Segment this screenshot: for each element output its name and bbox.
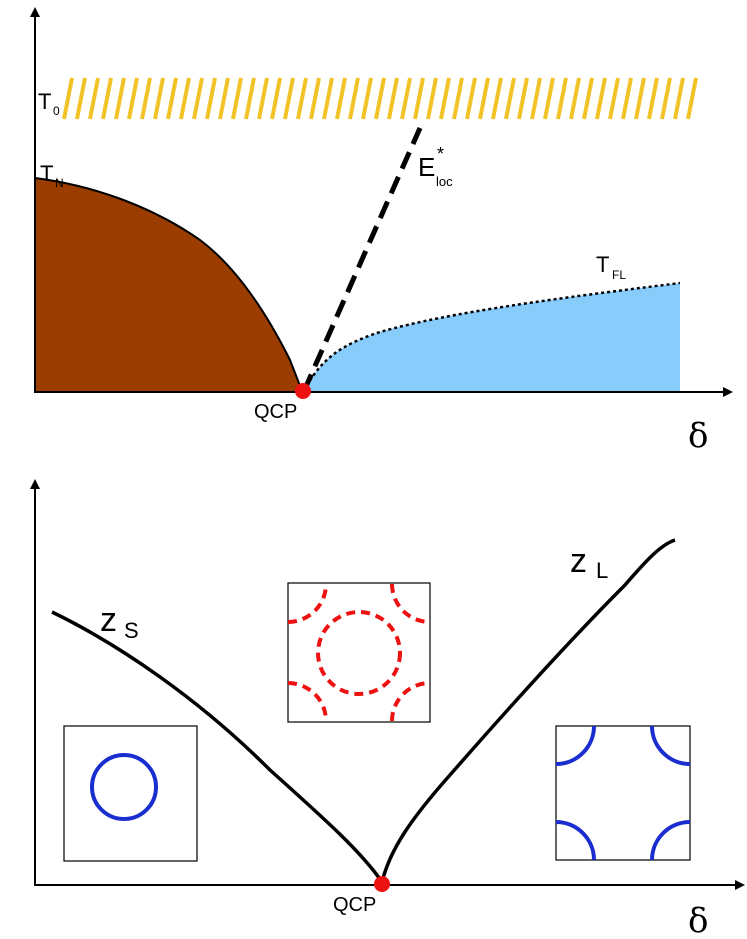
top-panel: T 0 T N E * loc T FL QCP δ bbox=[30, 7, 733, 456]
magnetic-region bbox=[35, 178, 302, 391]
t0-crossover-band bbox=[62, 77, 698, 120]
t0-hatch-stroke bbox=[205, 77, 217, 120]
t0-hatch-stroke bbox=[257, 77, 269, 120]
critical-corner-arc-br bbox=[390, 681, 431, 722]
t0-hatch-stroke bbox=[283, 77, 295, 120]
eloc-label: E bbox=[418, 152, 435, 182]
t0-hatch-stroke bbox=[452, 77, 464, 120]
t0-hatch-stroke bbox=[140, 77, 152, 120]
eloc-subscript: loc bbox=[436, 174, 453, 189]
large-corner-arc-br bbox=[650, 820, 691, 861]
t0-hatch-stroke bbox=[595, 77, 607, 120]
small-fermi-surface-inset bbox=[63, 725, 198, 862]
t0-hatch-stroke bbox=[621, 77, 633, 120]
t0-hatch-stroke bbox=[88, 77, 100, 120]
t0-hatch-stroke bbox=[439, 77, 451, 120]
t0-hatch-stroke bbox=[179, 77, 191, 120]
t0-hatch-stroke bbox=[166, 77, 178, 120]
t0-hatch-stroke bbox=[491, 77, 503, 120]
t0-hatch-stroke bbox=[582, 77, 594, 120]
large-corner-arc-bl bbox=[555, 820, 596, 861]
t0-hatch-stroke bbox=[374, 77, 386, 120]
top-x-axis-label: δ bbox=[688, 416, 708, 456]
bottom-qcp-point bbox=[374, 876, 390, 892]
t0-hatch-stroke bbox=[400, 77, 412, 120]
zl-curve bbox=[380, 538, 676, 883]
t0-hatch-stroke bbox=[335, 77, 347, 120]
t0-hatch-stroke bbox=[673, 77, 685, 120]
t0-hatch-stroke bbox=[608, 77, 620, 120]
critical-corner-arc-bl bbox=[287, 681, 328, 722]
t0-hatch-stroke bbox=[114, 77, 126, 120]
zl-label: z bbox=[570, 542, 587, 580]
t0-hatch-stroke bbox=[543, 77, 555, 120]
t0-hatch-stroke bbox=[530, 77, 542, 120]
t0-hatch-stroke bbox=[361, 77, 373, 120]
eloc-superscript: * bbox=[437, 144, 444, 164]
zs-subscript: S bbox=[124, 618, 139, 643]
t0-hatch-stroke bbox=[465, 77, 477, 120]
t0-hatch-stroke bbox=[660, 77, 672, 120]
t0-subscript: 0 bbox=[53, 104, 60, 118]
t0-hatch-stroke bbox=[322, 77, 334, 120]
t0-hatch-stroke bbox=[231, 77, 243, 120]
tn-boundary-line bbox=[34, 177, 303, 392]
bottom-qcp-label: QCP bbox=[333, 894, 376, 916]
critical-corner-arc-tl bbox=[287, 583, 328, 624]
eloc-line bbox=[301, 126, 423, 393]
t0-hatch-stroke bbox=[569, 77, 581, 120]
t0-hatch-stroke bbox=[686, 77, 698, 120]
t0-hatch-stroke bbox=[309, 77, 321, 120]
tn-label: T bbox=[40, 161, 53, 186]
t0-hatch-stroke bbox=[244, 77, 256, 120]
t0-hatch-stroke bbox=[75, 77, 87, 120]
t0-hatch-stroke bbox=[647, 77, 659, 120]
t0-hatch-stroke bbox=[62, 77, 74, 120]
t0-hatch-stroke bbox=[478, 77, 490, 120]
zl-subscript: L bbox=[596, 558, 608, 583]
zs-curve bbox=[51, 610, 384, 883]
t0-hatch-stroke bbox=[634, 77, 646, 120]
tn-subscript: N bbox=[55, 176, 64, 190]
tfl-subscript: FL bbox=[612, 268, 626, 282]
t0-hatch-stroke bbox=[127, 77, 139, 120]
t0-hatch-stroke bbox=[296, 77, 308, 120]
t0-hatch-stroke bbox=[504, 77, 516, 120]
t0-hatch-stroke bbox=[218, 77, 230, 120]
top-qcp-label: QCP bbox=[254, 401, 297, 423]
large-corner-arc-tl bbox=[555, 725, 596, 766]
t0-hatch-stroke bbox=[556, 77, 568, 120]
bottom-x-axis-label: δ bbox=[688, 901, 708, 939]
critical-fermi-surface-inset bbox=[287, 582, 431, 723]
t0-hatch-stroke bbox=[270, 77, 282, 120]
large-corner-arc-tr bbox=[650, 725, 691, 766]
small-fermi-surface-circle bbox=[90, 753, 158, 821]
tfl-label: T bbox=[596, 252, 609, 277]
t0-hatch-stroke bbox=[101, 77, 113, 120]
t0-hatch-stroke bbox=[348, 77, 360, 120]
t0-hatch-stroke bbox=[153, 77, 165, 120]
fermi-liquid-region bbox=[304, 283, 680, 391]
critical-corner-arc-tr bbox=[390, 583, 431, 624]
t0-hatch-stroke bbox=[413, 77, 425, 120]
top-qcp-point bbox=[295, 383, 311, 399]
t0-hatch-stroke bbox=[517, 77, 529, 120]
t0-hatch-stroke bbox=[387, 77, 399, 120]
zs-label: z bbox=[100, 601, 117, 639]
t0-hatch-stroke bbox=[426, 77, 438, 120]
t0-hatch-stroke bbox=[192, 77, 204, 120]
tfl-boundary-line bbox=[302, 281, 681, 392]
t0-label: T bbox=[38, 89, 51, 114]
bottom-panel: z S z L QCP δ bbox=[30, 479, 745, 939]
critical-fermi-surface-circle bbox=[316, 610, 402, 696]
large-fermi-surface-inset bbox=[555, 725, 691, 861]
